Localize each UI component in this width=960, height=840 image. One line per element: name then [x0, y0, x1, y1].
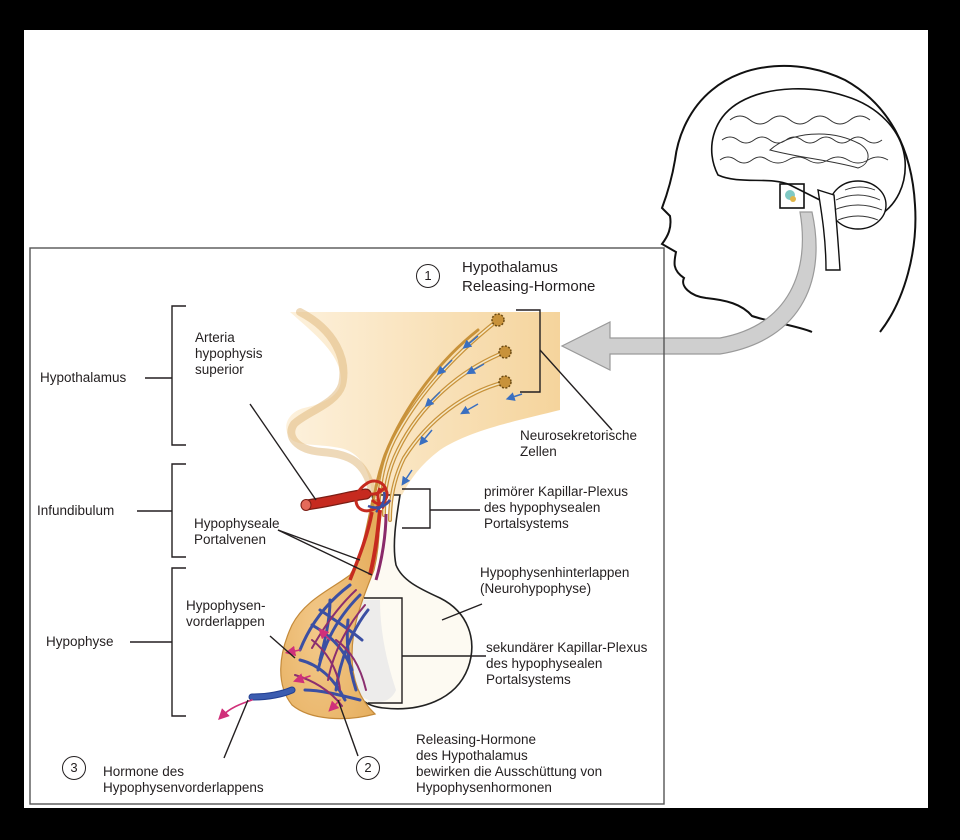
hypothalamus-releasing-hormone-label: Hypothalamus Releasing-Hormone	[462, 259, 596, 295]
secondary-plexus	[218, 583, 370, 720]
step-1-marker: 1	[416, 264, 440, 288]
arteria-label: Arteria hypophysis superior	[195, 330, 263, 377]
neurosecretory-cell-bodies	[491, 313, 512, 389]
vorderlappen-label: Hypophysen- vorderlappen	[186, 598, 266, 629]
region-brackets	[130, 305, 186, 717]
primary-plexus	[300, 479, 392, 581]
hormone-vorderlappen-label: Hormone des Hypophysenvorderlappens	[103, 764, 264, 795]
step-3-marker: 3	[62, 756, 86, 780]
infundibulum-label: Infundibulum	[37, 503, 115, 518]
hypothalamus-label: Hypothalamus	[40, 370, 127, 385]
portalvenen-label: Hypophyseale Portalvenen	[194, 516, 280, 547]
zoom-arrow	[560, 211, 817, 371]
primary-plexus-label: primörer Kapillar-Plexus des hypophyseal…	[484, 484, 629, 531]
leader-lines	[223, 309, 613, 759]
releasing-bewirken-label: Releasing-Hormone des Hypothalamus bewir…	[416, 732, 603, 795]
neurosekretorische-zellen-label: Neurosekretorische Zellen	[520, 428, 638, 459]
pituitary-location-box	[779, 183, 805, 209]
step-2-marker: 2	[356, 756, 380, 780]
secondary-plexus-label: sekundärer Kapillar-Plexus des hypophyse…	[486, 640, 648, 687]
head-illustration	[660, 64, 917, 333]
hypophyse-label: Hypophyse	[46, 634, 114, 649]
hinterlappen-label: Hypophysenhinterlappen (Neurohypophyse)	[480, 565, 630, 596]
detail-panel	[29, 247, 665, 805]
hormone-flow-arrows	[401, 335, 523, 486]
